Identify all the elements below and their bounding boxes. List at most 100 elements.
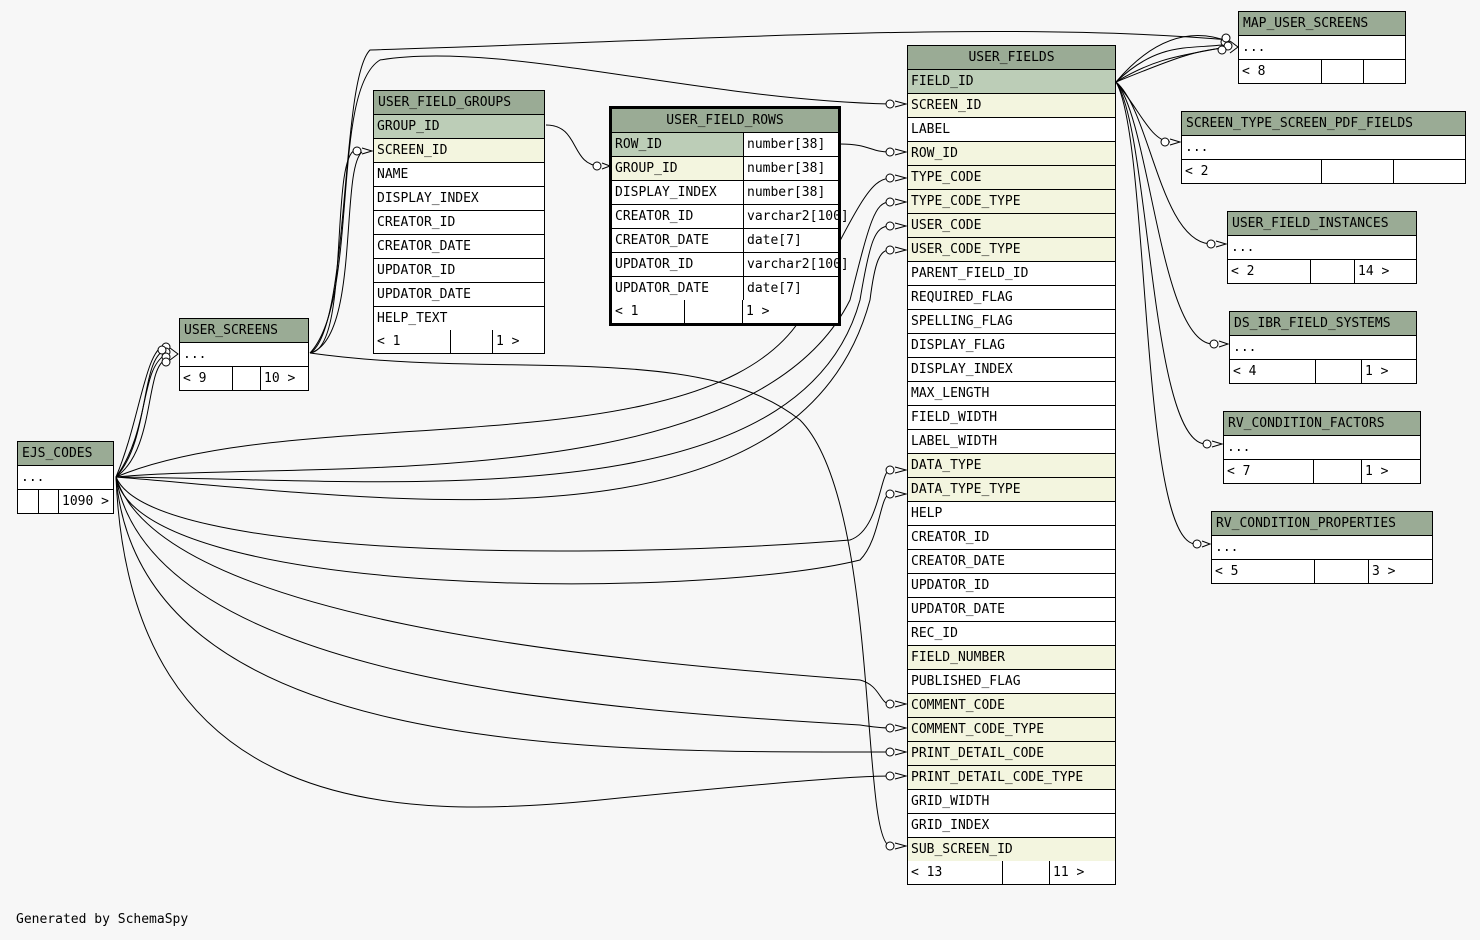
- table-screen-type-screen-pdf-fields[interactable]: SCREEN_TYPE_SCREEN_PDF_FIELDS ... < 2: [1181, 111, 1466, 184]
- column-row[interactable]: CREATOR_ID: [908, 526, 1115, 550]
- parents-count[interactable]: < 1: [377, 334, 401, 349]
- column-row[interactable]: HELP_TEXT: [374, 307, 544, 330]
- parents-count[interactable]: < 2: [1231, 264, 1255, 279]
- column-row[interactable]: PUBLISHED_FLAG: [908, 670, 1115, 694]
- column-row[interactable]: MAX_LENGTH: [908, 382, 1115, 406]
- column-row[interactable]: DATA_TYPE: [908, 454, 1115, 478]
- column-row[interactable]: LABEL_WIDTH: [908, 430, 1115, 454]
- table-map-user-screens[interactable]: MAP_USER_SCREENS ... < 8: [1238, 11, 1406, 84]
- parents-count[interactable]: < 13: [911, 865, 943, 880]
- column-row[interactable]: PARENT_FIELD_ID: [908, 262, 1115, 286]
- column-name: CREATOR_ID: [911, 530, 990, 545]
- edge-rows-fields: [839, 143, 891, 153]
- parents-count[interactable]: [18, 490, 38, 513]
- column-name: LABEL_WIDTH: [911, 434, 998, 449]
- column-name: PRINT_DETAIL_CODE: [908, 742, 1115, 765]
- column-row[interactable]: PRINT_DETAIL_CODE_TYPE: [908, 766, 1115, 790]
- column-row[interactable]: TYPE_CODE_TYPE: [908, 190, 1115, 214]
- column-row[interactable]: GROUP_ID: [374, 115, 544, 139]
- column-row[interactable]: LABEL: [908, 118, 1115, 142]
- children-count[interactable]: 1 >: [742, 300, 838, 323]
- column-row[interactable]: SCREEN_ID: [908, 94, 1115, 118]
- children-count[interactable]: 11 >: [1049, 861, 1115, 884]
- column-row[interactable]: SPELLING_FLAG: [908, 310, 1115, 334]
- column-row[interactable]: UPDATOR_DATE: [374, 283, 544, 307]
- column-row[interactable]: USER_CODE_TYPE: [908, 238, 1115, 262]
- column-row[interactable]: DISPLAY_INDEX: [908, 358, 1115, 382]
- parents-count[interactable]: < 9: [183, 371, 207, 386]
- column-row[interactable]: GRID_WIDTH: [908, 790, 1115, 814]
- column-row[interactable]: DISPLAY_INDEX: [374, 187, 544, 211]
- children-count[interactable]: 10 >: [260, 367, 308, 390]
- column-row[interactable]: COMMENT_CODE: [908, 694, 1115, 718]
- edge-ejs-typecode: [115, 177, 891, 478]
- column-row[interactable]: CREATOR_ID: [374, 211, 544, 235]
- column-row[interactable]: FIELD_NUMBER: [908, 646, 1115, 670]
- edge-screens-subscreen: [309, 352, 891, 847]
- edge-groups-rows: [545, 124, 601, 167]
- column-row[interactable]: FIELD_ID: [908, 70, 1115, 94]
- column-row[interactable]: COMMENT_CODE_TYPE: [908, 718, 1115, 742]
- column-row[interactable]: NAME: [374, 163, 544, 187]
- parents-count[interactable]: < 1: [615, 304, 639, 319]
- parents-count[interactable]: < 7: [1227, 464, 1251, 479]
- column-row[interactable]: UPDATOR_ID: [374, 259, 544, 283]
- column-name: FIELD_ID: [908, 70, 1115, 93]
- column-row[interactable]: ROW_ID: [908, 142, 1115, 166]
- column-name: UPDATOR_DATE: [377, 287, 471, 302]
- parents-count[interactable]: < 4: [1233, 364, 1257, 379]
- children-count[interactable]: [1363, 60, 1405, 83]
- column-name: UPDATOR_ID: [377, 263, 456, 278]
- children-count[interactable]: 3 >: [1368, 560, 1432, 583]
- column-row[interactable]: GRID_INDEX: [908, 814, 1115, 838]
- parents-count[interactable]: < 8: [1242, 64, 1266, 79]
- column-row[interactable]: REQUIRED_FLAG: [908, 286, 1115, 310]
- children-count[interactable]: [1393, 160, 1465, 183]
- column-name: USER_CODE: [908, 214, 1115, 237]
- column-row[interactable]: UPDATOR_ID: [908, 574, 1115, 598]
- column-row[interactable]: UPDATOR_DATE: [908, 598, 1115, 622]
- footer-spacer: [1002, 861, 1049, 884]
- edge-ejs-datatype: [115, 469, 891, 552]
- column-name: CREATOR_DATE: [615, 233, 709, 248]
- column-row[interactable]: TYPE_CODE: [908, 166, 1115, 190]
- edge-ejs-commentcodetype: [115, 476, 891, 729]
- parents-count[interactable]: < 5: [1215, 564, 1239, 579]
- parents-count[interactable]: < 2: [1185, 164, 1209, 179]
- column-row[interactable]: FIELD_WIDTH: [908, 406, 1115, 430]
- children-count[interactable]: 14 >: [1354, 260, 1416, 283]
- table-ejs-codes[interactable]: EJS_CODES ... 1090 >: [17, 441, 114, 514]
- table-name: MAP_USER_SCREENS: [1239, 12, 1405, 36]
- children-count[interactable]: 1 >: [1361, 460, 1420, 483]
- column-row[interactable]: DISPLAY_FLAG: [908, 334, 1115, 358]
- children-count[interactable]: 1090 >: [58, 490, 113, 513]
- column-row[interactable]: HELP: [908, 502, 1115, 526]
- column-row[interactable]: REC_ID: [908, 622, 1115, 646]
- column-row[interactable]: CREATOR_DATE: [374, 235, 544, 259]
- column-row[interactable]: CREATOR_DATE: [908, 550, 1115, 574]
- column-row[interactable]: SUB_SCREEN_ID: [908, 838, 1115, 861]
- column-name: UPDATOR_DATE: [615, 281, 709, 296]
- column-row[interactable]: SCREEN_ID: [374, 139, 544, 163]
- column-row[interactable]: USER_CODE: [908, 214, 1115, 238]
- column-row[interactable]: DATA_TYPE_TYPE: [908, 478, 1115, 502]
- children-count[interactable]: 1 >: [1361, 360, 1416, 383]
- edge-map-user-screens: [1115, 34, 1231, 83]
- children-count[interactable]: 1 >: [492, 330, 544, 353]
- column-row[interactable]: PRINT_DETAIL_CODE: [908, 742, 1115, 766]
